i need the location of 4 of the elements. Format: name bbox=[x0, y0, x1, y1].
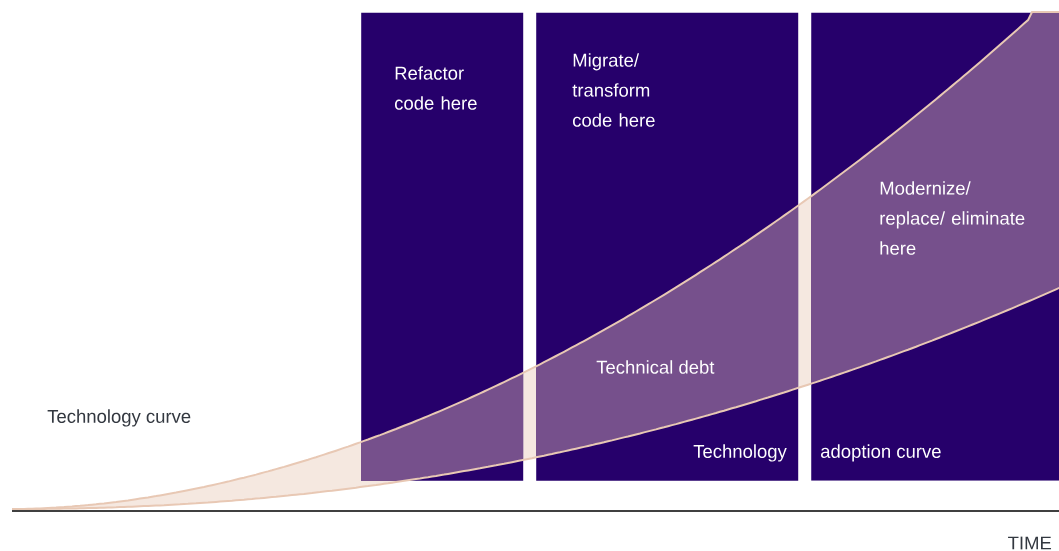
text-label: TIME bbox=[1008, 536, 1052, 550]
text-label: Technology curve bbox=[47, 409, 191, 427]
band-box: Refactor code here bbox=[361, 12, 524, 481]
text-label: Technical debt bbox=[596, 360, 715, 374]
